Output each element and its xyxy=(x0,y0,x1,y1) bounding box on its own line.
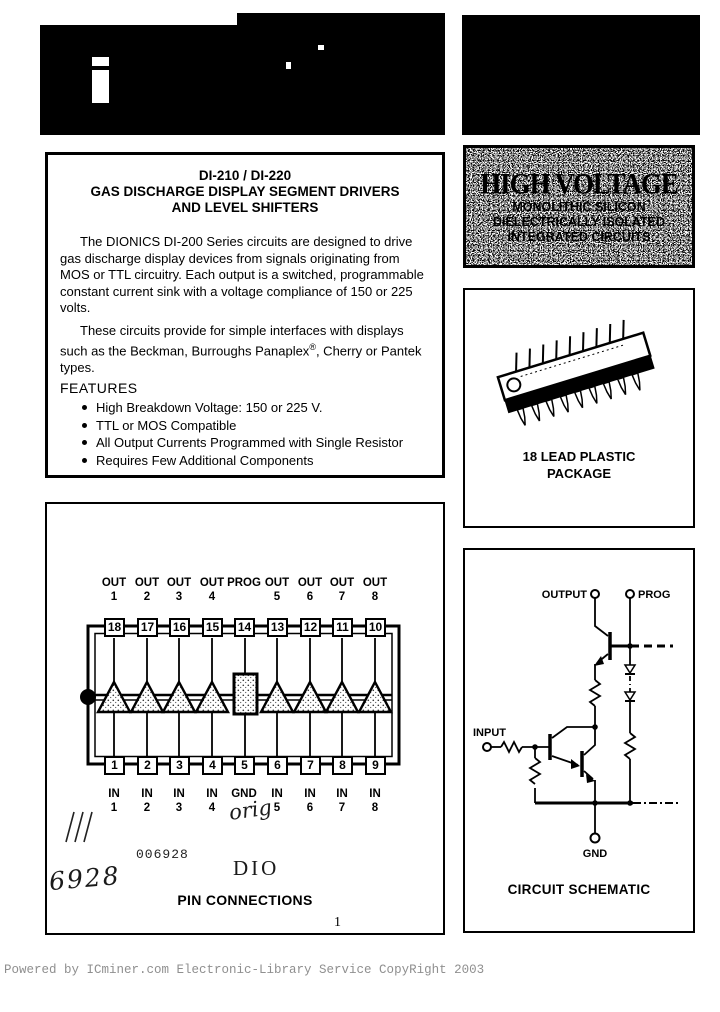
pin-number-bottom: 2 xyxy=(137,756,158,775)
pin-number-top: 10 xyxy=(365,618,386,637)
hv-line-3: INTEGRATED CIRCUITS xyxy=(507,230,651,244)
logo-i-dot xyxy=(92,57,109,66)
package-box: 18 LEAD PLASTIC PACKAGE xyxy=(463,288,695,528)
stipple-texture xyxy=(466,148,692,265)
pulldown-resistor xyxy=(528,757,542,785)
pin-number-bottom: 5 xyxy=(234,756,255,775)
pin-number-top: 11 xyxy=(332,618,353,637)
package-caption: 18 LEAD PLASTIC PACKAGE xyxy=(465,448,693,482)
feature-item: Requires Few Additional Components xyxy=(82,452,442,470)
footer-watermark: Powered by ICminer.com Electronic-Librar… xyxy=(4,963,485,977)
diode xyxy=(623,664,637,675)
pin-bottom-label: GND xyxy=(231,788,257,800)
feature-item: High Breakdown Voltage: 150 or 225 V. xyxy=(82,399,442,417)
registered-mark: ® xyxy=(309,342,316,352)
front-pins xyxy=(516,372,641,426)
title-line-1: DI-210 / DI-220 xyxy=(198,168,292,183)
pin-number-bottom: 7 xyxy=(300,756,321,775)
input-label: INPUT xyxy=(473,727,506,739)
feature-item: All Output Currents Programmed with Sing… xyxy=(82,434,442,452)
package-caption-line2: PACKAGE xyxy=(546,466,612,481)
hv-line-1: MONOLITHIC SILICON xyxy=(512,200,646,214)
back-pins xyxy=(515,319,625,372)
circuit-schematic-box: OUTPUT PROG xyxy=(463,548,695,933)
description-paragraph-1: The DIONICS DI-200 Series circuits are d… xyxy=(60,234,424,315)
pin-connections-caption: PIN CONNECTIONS xyxy=(177,892,313,908)
high-voltage-text: HIGH VOLTAGE MONOLITHIC SILICON DIELECTR… xyxy=(466,148,692,265)
top-left-banner-notch xyxy=(237,13,445,27)
para2-text: These circuits provide for simple interf… xyxy=(60,322,404,359)
high-voltage-box: HIGH VOLTAGE MONOLITHIC SILICON DIELECTR… xyxy=(463,145,695,268)
scan-speck xyxy=(318,45,324,50)
dip-package-drawing xyxy=(496,319,655,426)
para2-text-tail: , Cherry or Pantek types. xyxy=(60,343,422,375)
package-caption-line1: 18 LEAD PLASTIC xyxy=(522,449,636,464)
circuit-schematic-drawing: OUTPUT PROG xyxy=(473,589,678,860)
pin-number-bottom: 9 xyxy=(365,756,386,775)
top-left-banner xyxy=(40,25,445,135)
pin-number-top: 16 xyxy=(169,618,190,637)
pin-number-bottom: 8 xyxy=(332,756,353,775)
output-label: OUTPUT xyxy=(542,589,588,601)
title-line-2: GAS DISCHARGE DISPLAY SEGMENT DRIVERS xyxy=(90,184,400,199)
prog-resistor xyxy=(623,732,637,760)
title-line-3: AND LEVEL SHIFTERS xyxy=(171,200,319,215)
pin-number-top: 15 xyxy=(202,618,223,637)
pin-number-bottom: 3 xyxy=(169,756,190,775)
feature-item: TTL or MOS Compatible xyxy=(82,417,442,435)
scan-speck xyxy=(286,62,291,69)
pin-number-bottom: 1 xyxy=(104,756,125,775)
pin-number-top: 14 xyxy=(234,618,255,637)
page-number: 1 xyxy=(334,915,341,930)
handwritten-dio: DIO xyxy=(233,856,280,880)
prog-label: PROG xyxy=(638,589,670,601)
high-voltage-title: HIGH VOLTAGE xyxy=(480,167,679,201)
pin-number-top: 13 xyxy=(267,618,288,637)
pin-number-top: 17 xyxy=(137,618,158,637)
features-list: High Breakdown Voltage: 150 or 225 V. TT… xyxy=(48,399,442,469)
handwritten-6928: 6928 xyxy=(47,860,122,897)
handwritten-tally-marks xyxy=(65,811,93,843)
input-resistor xyxy=(500,739,523,755)
title-box: DI-210 / DI-220 GAS DISCHARGE DISPLAY SE… xyxy=(45,152,445,478)
top-right-banner xyxy=(462,15,700,135)
hv-line-2: DIELECTRICALLY ISOLATED xyxy=(492,215,665,229)
page-title: DI-210 / DI-220 GAS DISCHARGE DISPLAY SE… xyxy=(48,168,442,216)
driver-triangles xyxy=(96,679,393,714)
pin-top-label: PROG xyxy=(227,577,261,589)
emitter-resistor xyxy=(588,679,602,707)
pin-number-bottom: 4 xyxy=(202,756,223,775)
circuit-schematic-caption: CIRCUIT SCHEMATIC xyxy=(507,882,651,897)
pin-number-top: 18 xyxy=(104,618,125,637)
gnd-label: GND xyxy=(583,848,608,860)
pin-number-bottom: 6 xyxy=(267,756,288,775)
diode xyxy=(623,691,637,702)
features-heading: FEATURES xyxy=(60,380,138,397)
stamp-006928: 006928 xyxy=(136,847,189,862)
logo-i-stem xyxy=(92,70,109,103)
pin-leads xyxy=(113,638,376,757)
prog-block xyxy=(232,672,259,716)
pin1-marker xyxy=(80,689,96,705)
pin-number-top: 12 xyxy=(300,618,321,637)
description-paragraph-2: These circuits provide for simple interf… xyxy=(60,323,432,377)
